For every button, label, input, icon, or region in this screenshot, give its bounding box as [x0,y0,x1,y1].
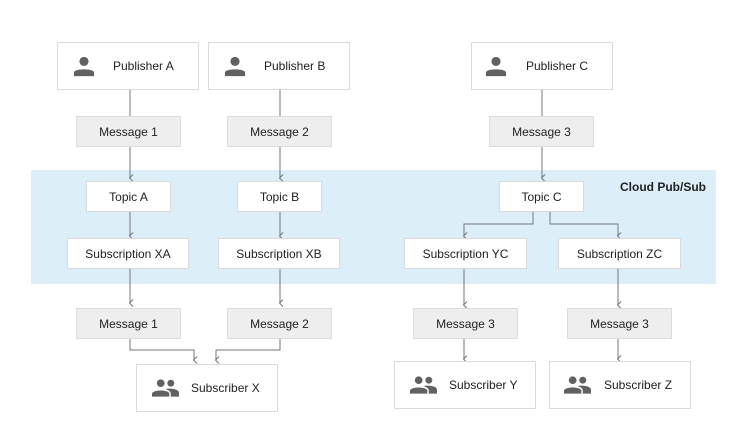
message-2-in: Message 2 [227,116,332,147]
message-3-out-z: Message 3 [567,308,672,339]
topic-b: Topic B [237,181,322,212]
message-3-out-y: Message 3 [413,308,518,339]
subscription-xb: Subscription XB [218,238,340,269]
subscriber-x-label: Subscriber X [191,381,260,395]
publisher-a-label: Publisher A [113,59,174,73]
subscriber-z-label: Subscriber Z [604,378,673,392]
publisher-c: Publisher C [471,42,613,90]
message-3-in: Message 3 [489,116,594,147]
subscription-yc: Subscription YC [404,238,527,269]
message-2-out: Message 2 [227,308,332,339]
person-icon [485,56,507,77]
group-icon [152,379,179,397]
subscription-zc: Subscription ZC [558,238,681,269]
topic-c: Topic C [499,181,584,212]
subscriber-z: Subscriber Z [549,361,691,409]
subscriber-y-label: Subscriber Y [449,378,518,392]
topic-a: Topic A [86,181,171,212]
person-icon [73,56,95,77]
group-icon [564,376,591,394]
person-icon [224,56,246,77]
message-1-out: Message 1 [76,308,181,339]
message-1-in: Message 1 [76,116,181,147]
subscription-xa: Subscription XA [67,238,189,269]
subscriber-y: Subscriber Y [394,361,536,409]
cloud-pubsub-label: Cloud Pub/Sub [620,180,706,194]
group-icon [410,376,437,394]
publisher-a: Publisher A [57,42,199,90]
subscriber-x: Subscriber X [136,364,278,412]
publisher-c-label: Publisher C [526,59,589,73]
publisher-b-label: Publisher B [264,59,326,73]
publisher-b: Publisher B [208,42,350,90]
